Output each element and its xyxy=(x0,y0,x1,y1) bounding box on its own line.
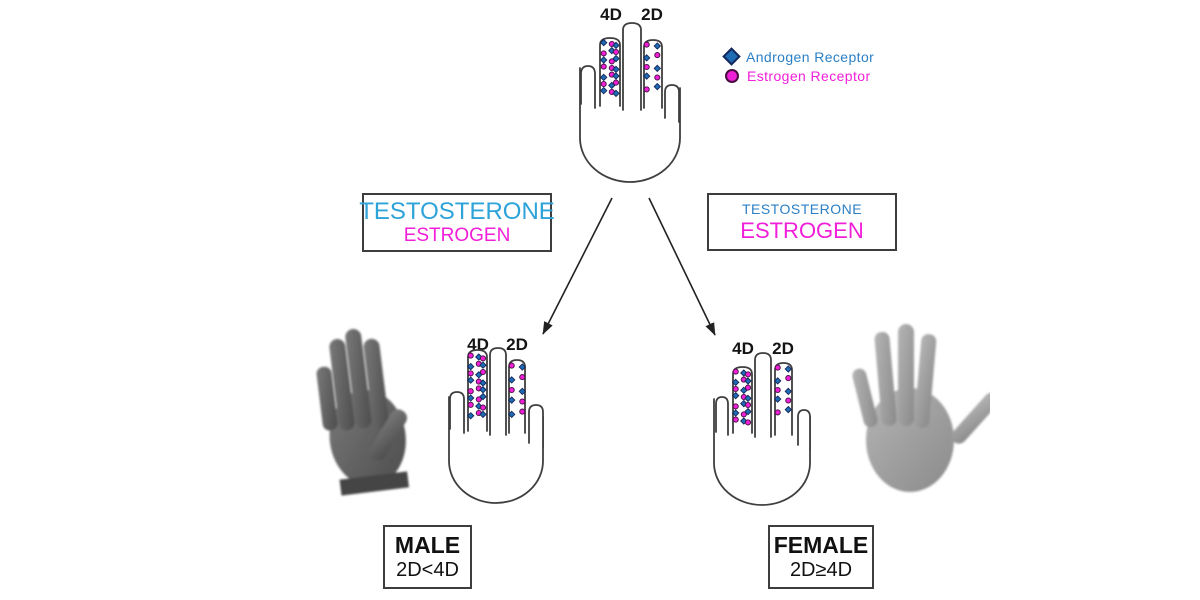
female-hand-4d-label: 4D xyxy=(732,339,754,358)
fetal-hand-diagram xyxy=(575,10,685,188)
top-hand-4d-label: 4D xyxy=(600,5,622,24)
male-ratio: 2D<4D xyxy=(396,559,459,581)
male-hand-4d-label: 4D xyxy=(467,335,489,354)
androgen-diamond-icon xyxy=(722,47,741,66)
estrogen-circle-icon xyxy=(725,68,739,83)
top-hand-2d-label: 2D xyxy=(641,5,663,24)
male-title: MALE xyxy=(394,532,461,558)
estrogen-label: ESTROGEN xyxy=(403,225,511,246)
arrow-to-female xyxy=(648,197,716,336)
hormone-box-male-pathway: TESTOSTERONE ESTROGEN xyxy=(359,193,555,252)
receptor-dots-4d xyxy=(599,38,620,98)
pinky-finger xyxy=(449,391,465,434)
estrogen-legend-label: Estrogen Receptor xyxy=(747,67,871,84)
pinky-finger xyxy=(715,396,729,436)
male-hand-2d-label: 2D xyxy=(506,335,528,354)
legend-item-androgen: Androgen Receptor xyxy=(722,47,875,66)
thumb xyxy=(797,409,811,450)
androgen-legend-label: Androgen Receptor xyxy=(746,48,875,65)
legend-item-estrogen: Estrogen Receptor xyxy=(725,66,874,85)
female-hand-photo xyxy=(848,318,990,508)
male-hand-photo xyxy=(310,316,422,504)
receptor-dots-4d xyxy=(466,352,487,420)
receptor-legend: Androgen Receptor Estrogen Receptor xyxy=(722,47,875,85)
testosterone-label: TESTOSTERONE xyxy=(359,198,555,225)
female-result-box: FEMALE 2D≥4D xyxy=(768,525,874,589)
thumb xyxy=(528,404,544,448)
thumb xyxy=(664,84,680,123)
female-hand-2d-label: 2D xyxy=(772,339,794,358)
middle-finger xyxy=(489,347,507,436)
male-hand-diagram xyxy=(445,337,550,512)
index-finger-2d xyxy=(508,359,526,434)
receptor-dots-4d xyxy=(731,368,752,426)
female-ratio: 2D≥4D xyxy=(789,559,853,581)
receptor-dots-2d xyxy=(642,41,662,93)
estrogen-label: ESTROGEN xyxy=(740,218,864,243)
receptor-dots-2d xyxy=(773,364,793,416)
receptor-dots-2d xyxy=(507,362,527,419)
female-title: FEMALE xyxy=(773,532,869,558)
pinky-finger xyxy=(580,65,596,109)
male-result-box: MALE 2D<4D xyxy=(383,525,472,589)
middle-finger xyxy=(622,22,642,111)
middle-finger xyxy=(754,352,772,438)
female-hand-diagram xyxy=(710,337,815,512)
hormone-box-female-pathway: TESTOSTERONE ESTROGEN xyxy=(707,193,897,251)
testosterone-label: TESTOSTERONE xyxy=(741,201,863,217)
